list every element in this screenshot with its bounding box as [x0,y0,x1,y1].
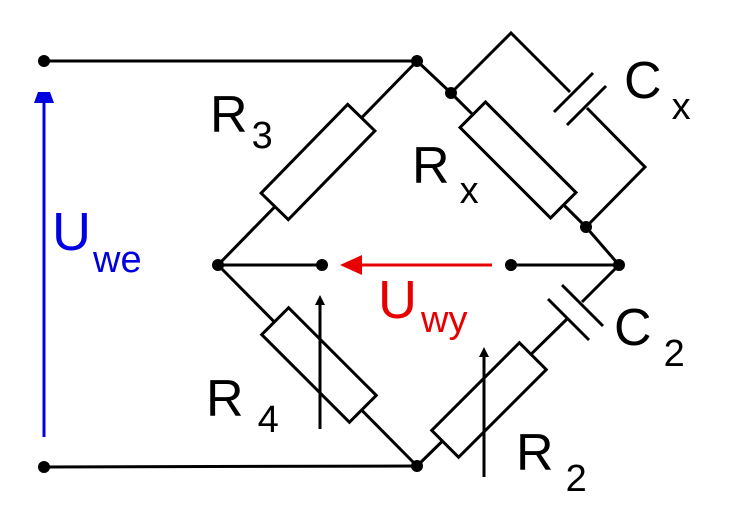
uwe-arrow-head [34,92,54,103]
cx-upper-wire [449,30,572,95]
capacitor-cx [552,71,608,127]
resistor-r3 [258,102,378,222]
branch-r3 [216,59,419,267]
branch-r4 [216,263,419,468]
bottom-supply-wire [43,464,418,469]
node-bottom [411,460,423,472]
resistor-r2 [429,340,549,460]
output-terminal-right [505,259,517,271]
node-top [411,55,423,67]
input-voltage-arrow [34,92,54,437]
resistor-rx [457,99,579,221]
cx-lower-wire [584,106,648,229]
branch-c2-r2 [415,263,621,477]
output-voltage-arrow [340,255,492,275]
capacitor-c2 [546,283,605,342]
input-terminal-bottom [38,461,50,473]
input-terminal-top [38,55,50,67]
label-uwe: Uwe [52,202,142,281]
output-terminal-left [316,259,328,271]
uwy-arrow-head [340,255,362,275]
branch-rx-cx [415,30,648,266]
